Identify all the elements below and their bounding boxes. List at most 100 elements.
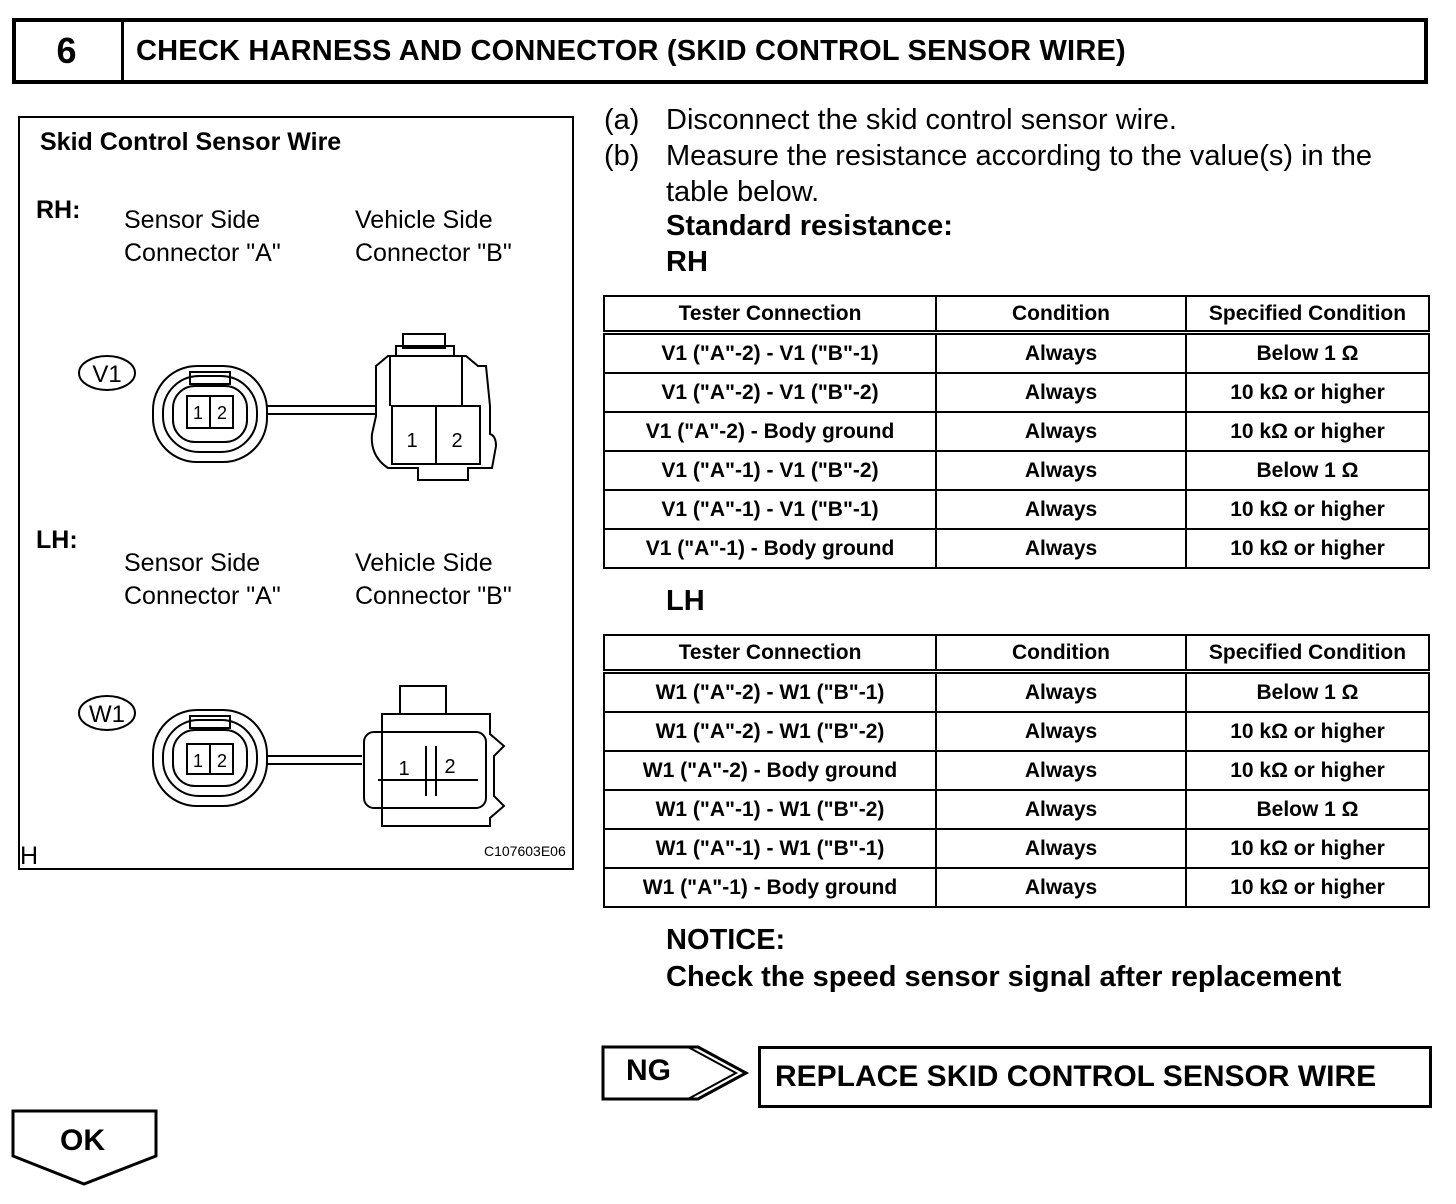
replace-action-text: REPLACE SKID CONTROL SENSOR WIRE [775,1060,1377,1093]
spec-cell: 10 kΩ or higher [1185,711,1430,752]
spec-cell: Below 1 Ω [1185,670,1430,713]
svg-text:2: 2 [444,756,455,778]
replace-action-box: REPLACE SKID CONTROL SENSOR WIRE [758,1046,1432,1108]
tester-cell: W1 ("A"-1) - W1 ("B"-2) [603,789,937,830]
step-b-marker: (b) [604,140,640,172]
tester-cell: V1 ("A"-2) - V1 ("B"-1) [603,331,937,374]
table-header-row: Tester Connection Condition Specified Co… [603,634,1430,674]
spec-cell: 10 kΩ or higher [1185,750,1430,791]
tester-cell: W1 ("A"-2) - W1 ("B"-2) [603,711,937,752]
ok-label: OK [60,1124,105,1157]
condition-cell: Always [935,331,1187,374]
step-title: CHECK HARNESS AND CONNECTOR (SKID CONTRO… [136,34,1126,67]
tester-cell: V1 ("A"-1) - Body ground [603,528,937,569]
table-header-row: Tester Connection Condition Specified Co… [603,295,1430,335]
lh-connector-id: W1 [89,701,125,728]
lh-connector-id-oval [78,695,136,731]
connector-diagram: V1 1 2 1 2 W1 [78,333,506,827]
svg-text:1: 1 [193,751,203,771]
rh-heading: RH [666,246,708,278]
step-b-text-line1: Measure the resistance according to the … [666,140,1373,172]
tester-cell: V1 ("A"-1) - V1 ("B"-1) [603,489,937,530]
rh-vehicle-side-label: Vehicle Side Connector "B" [355,206,512,267]
notice-text: Check the speed sensor signal after repl… [666,961,1342,993]
header-condition: Condition [935,295,1187,335]
lh-sensor-side-label: Sensor Side Connector "A" [124,549,281,610]
figure-title: Skid Control Sensor Wire [40,128,342,156]
figure-corner-letter: H [20,842,39,870]
condition-cell: Always [935,411,1187,452]
svg-text:1: 1 [398,758,409,780]
svg-text:1: 1 [406,430,417,452]
spec-cell: 10 kΩ or higher [1185,411,1430,452]
tester-cell: W1 ("A"-2) - Body ground [603,750,937,791]
lh-label: LH: [36,526,78,554]
svg-text:1: 1 [193,403,203,423]
condition-cell: Always [935,372,1187,413]
standard-resistance-label: Standard resistance: [666,210,953,242]
step-a-text: Disconnect the skid control sensor wire. [666,104,1177,136]
header-specified-condition: Specified Condition [1185,634,1430,674]
rh-connector-id-oval [78,355,136,391]
lh-vehicle-connector: 1 2 [363,685,506,827]
svg-text:2: 2 [217,751,227,771]
header-specified-condition: Specified Condition [1185,295,1430,335]
ok-arrow-icon [11,1109,158,1186]
rh-vehicle-connector: 1 2 [370,333,498,481]
condition-cell: Always [935,670,1187,713]
spec-cell: 10 kΩ or higher [1185,867,1430,908]
svg-text:2: 2 [217,403,227,423]
condition-cell: Always [935,528,1187,569]
lh-resistance-table: Tester Connection Condition Specified Co… [603,634,1430,908]
tester-cell: V1 ("A"-1) - V1 ("B"-2) [603,450,937,491]
rh-connector-id: V1 [92,361,121,388]
lh-heading: LH [666,585,705,617]
connector-figure [18,116,574,870]
ng-label: NG [626,1054,671,1087]
svg-text:2: 2 [451,430,462,452]
header-tester-connection: Tester Connection [603,295,937,335]
spec-cell: Below 1 Ω [1185,789,1430,830]
figure-code: C107603E06 [484,843,566,859]
spec-cell: 10 kΩ or higher [1185,828,1430,869]
step-a-marker: (a) [604,104,640,136]
tester-cell: V1 ("A"-2) - Body ground [603,411,937,452]
tester-cell: V1 ("A"-2) - V1 ("B"-2) [603,372,937,413]
rh-label: RH: [36,196,81,224]
rh-sensor-side-label: Sensor Side Connector "A" [124,206,281,267]
spec-cell: 10 kΩ or higher [1185,489,1430,530]
ng-arrow-icon [601,1045,750,1101]
tester-cell: W1 ("A"-2) - W1 ("B"-1) [603,670,937,713]
notice-label: NOTICE: [666,924,786,956]
tester-cell: W1 ("A"-1) - W1 ("B"-1) [603,828,937,869]
header-condition: Condition [935,634,1187,674]
condition-cell: Always [935,711,1187,752]
spec-cell: Below 1 Ω [1185,450,1430,491]
rh-resistance-table: Tester Connection Condition Specified Co… [603,295,1430,569]
condition-cell: Always [935,828,1187,869]
spec-cell: 10 kΩ or higher [1185,528,1430,569]
condition-cell: Always [935,789,1187,830]
lh-vehicle-side-label: Vehicle Side Connector "B" [355,549,512,610]
condition-cell: Always [935,750,1187,791]
condition-cell: Always [935,867,1187,908]
step-header-box [12,18,1428,84]
step-number: 6 [12,18,124,84]
lh-sensor-connector: 1 2 [152,709,268,807]
rh-sensor-connector: 1 2 [152,365,268,463]
condition-cell: Always [935,450,1187,491]
step-b-text-line2: table below. [666,176,820,208]
condition-cell: Always [935,489,1187,530]
tester-cell: W1 ("A"-1) - Body ground [603,867,937,908]
